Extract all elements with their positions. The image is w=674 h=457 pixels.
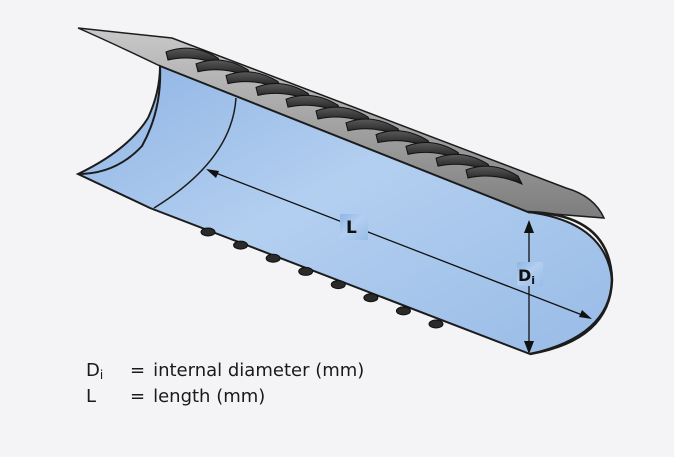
length-dimension-line [207, 169, 591, 319]
length-arrow-end [579, 310, 592, 319]
bottom-rib [330, 280, 346, 290]
bottom-rib [363, 293, 379, 303]
top-rib [465, 165, 524, 185]
tube-seam-line [153, 97, 237, 209]
legend-equals: = [130, 386, 146, 407]
legend-subscript: i [99, 368, 104, 382]
legend-row-length: L = length (mm) [86, 386, 364, 407]
legend-description: length (mm) [153, 386, 266, 407]
bottom-rib [428, 319, 444, 329]
legend-symbol: D [86, 360, 100, 381]
diameter-arrow-top [524, 220, 534, 233]
length-label: L [346, 218, 357, 238]
bottom-rib [265, 253, 281, 263]
legend-symbol: L [86, 386, 97, 407]
bottom-rib [395, 306, 411, 316]
length-arrow-start [206, 169, 219, 178]
legend-equals: = [130, 360, 146, 381]
diameter-label: Di [518, 266, 535, 287]
tube-left-cut-edge [77, 65, 162, 175]
bottom-rib [233, 240, 249, 250]
diameter-arrow-bottom [524, 341, 534, 354]
legend-description: internal diameter (mm) [153, 360, 365, 381]
tube-right-rim [527, 210, 614, 356]
ribs-bottom [200, 227, 444, 329]
legend: Di = internal diameter (mm) L = length (… [86, 360, 364, 407]
bottom-rib [298, 266, 314, 276]
ribs-top [165, 47, 524, 185]
bottom-rib [200, 227, 216, 237]
legend-row-diameter: Di = internal diameter (mm) [86, 360, 364, 386]
